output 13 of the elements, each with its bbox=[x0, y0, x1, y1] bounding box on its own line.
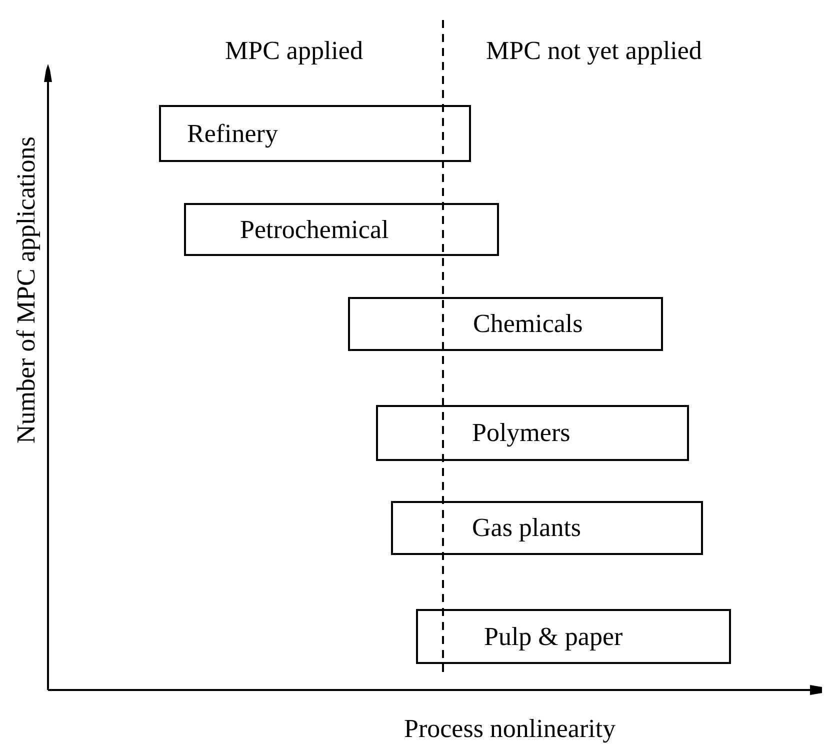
region-label: MPC not yet applied bbox=[486, 38, 702, 64]
category-box bbox=[391, 501, 703, 555]
axis-title: Number of MPC applications bbox=[13, 136, 39, 444]
category-box bbox=[416, 609, 731, 664]
axis-title: Process nonlinearity bbox=[404, 716, 616, 742]
category-label: Refinery bbox=[187, 120, 278, 146]
category-box bbox=[348, 297, 663, 351]
region-label: MPC applied bbox=[225, 38, 363, 64]
category-box bbox=[184, 203, 499, 256]
category-label: Gas plants bbox=[472, 515, 582, 541]
category-label: Polymers bbox=[472, 420, 570, 446]
category-box bbox=[376, 405, 689, 461]
category-box bbox=[159, 105, 471, 162]
